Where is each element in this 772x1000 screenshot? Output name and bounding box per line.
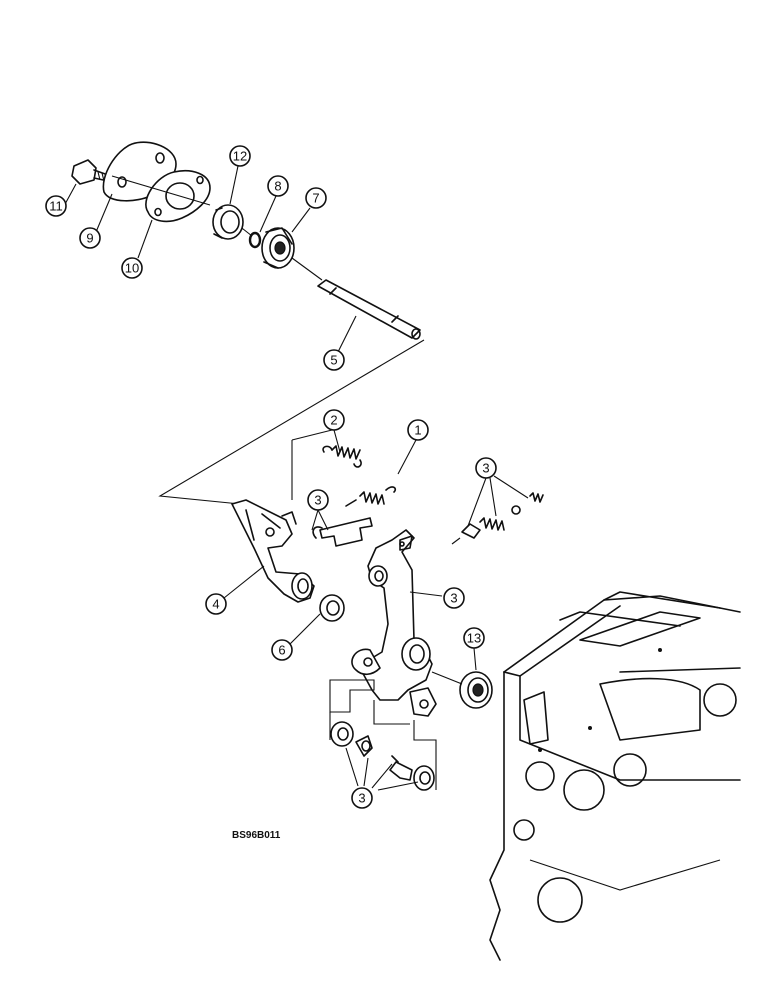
callout-7: 7 [305, 187, 327, 209]
main-lever-3-part [351, 529, 437, 717]
svg-text:3: 3 [358, 791, 365, 806]
bracket-plate-part [312, 517, 373, 547]
svg-text:5: 5 [330, 353, 337, 368]
svg-text:11: 11 [49, 199, 63, 214]
bearing-13-part [431, 671, 493, 709]
callout-3-lever: 3 [443, 587, 465, 609]
snap-ring-8-part [248, 231, 262, 249]
bushing-3d-part [413, 765, 435, 791]
spring-1-part [345, 486, 397, 507]
svg-text:6: 6 [278, 643, 285, 658]
svg-text:3: 3 [450, 591, 457, 606]
lever-4-part [231, 499, 315, 603]
callout-10: 10 [121, 257, 143, 279]
pin-3b-part [355, 735, 373, 757]
svg-text:12: 12 [233, 149, 247, 164]
callout-8: 8 [267, 175, 289, 197]
seal-12-part [212, 204, 244, 240]
washer-6-part [319, 594, 345, 622]
spring-2-part [322, 445, 362, 468]
svg-text:10: 10 [125, 261, 139, 276]
callout-4: 4 [205, 593, 227, 615]
callout-6: 6 [271, 639, 293, 661]
svg-text:8: 8 [274, 179, 281, 194]
callout-2: 2 [323, 409, 345, 431]
svg-text:9: 9 [86, 231, 93, 246]
callout-13: 13 [463, 627, 485, 649]
callout-1: 1 [407, 419, 429, 441]
reference-code: BS96B011 [232, 830, 281, 841]
svg-text:4: 4 [212, 597, 219, 612]
callout-3-springs: 3 [475, 457, 497, 479]
bolt-11-part [71, 159, 109, 185]
callout-12: 12 [229, 145, 251, 167]
callout-leaders [63, 165, 529, 791]
spring-set-3-part [451, 492, 544, 545]
svg-text:2: 2 [330, 413, 337, 428]
svg-text:13: 13 [467, 631, 481, 646]
shaft-5-part [317, 279, 421, 340]
callout-3-bracket: 3 [307, 489, 329, 511]
bearing-7-part [261, 227, 295, 269]
callout-3-pins: 3 [351, 787, 373, 809]
callout-11: 11 [45, 195, 67, 217]
svg-text:7: 7 [312, 191, 319, 206]
svg-text:1: 1 [414, 423, 421, 438]
callout-5: 5 [323, 349, 345, 371]
svg-text:3: 3 [314, 493, 321, 508]
pin-3c-part [389, 755, 413, 781]
callout-9: 9 [79, 227, 101, 249]
engine-housing-part [489, 591, 741, 961]
bushing-3a-part [330, 721, 354, 747]
svg-text:3: 3 [482, 461, 489, 476]
